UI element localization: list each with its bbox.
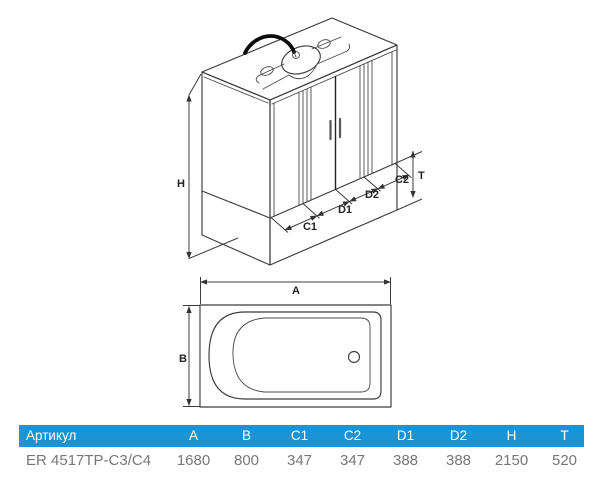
dimension-extension-ticks bbox=[270, 163, 412, 233]
column-header-t: T bbox=[560, 428, 569, 443]
tub-rim-contour bbox=[208, 311, 382, 400]
cell-b-value: 800 bbox=[233, 452, 260, 469]
column-header-article: Артикул bbox=[26, 428, 77, 443]
dim-label-h: H bbox=[177, 178, 185, 190]
apron-rim-front bbox=[269, 162, 397, 219]
dim-label-t: T bbox=[418, 170, 425, 182]
tub-basin-contour bbox=[232, 317, 371, 393]
column-header-d1: D1 bbox=[396, 428, 415, 443]
drain-hole bbox=[347, 350, 361, 364]
cell-t-value: 520 bbox=[551, 452, 578, 469]
dimension-H-ext-bottom bbox=[188, 237, 239, 259]
apron-line-left-face bbox=[201, 190, 271, 219]
cabinet-left-face bbox=[201, 71, 271, 266]
top-deck-groove-lines bbox=[255, 36, 350, 90]
dim-label-c2: C2 bbox=[395, 174, 409, 186]
column-header-h: H bbox=[506, 428, 517, 443]
cabinet-dimensions: H T C1 D1 D2 C2 bbox=[177, 73, 425, 259]
cell-d2-value: 388 bbox=[445, 452, 472, 469]
tub-outer-rect bbox=[199, 304, 392, 408]
dimension-H-ext-top bbox=[188, 73, 202, 96]
dimension-D2-line bbox=[349, 188, 379, 202]
dimension-T-ext-bottom bbox=[396, 198, 423, 211]
dimension-T-ext-top bbox=[395, 151, 423, 164]
spec-table-header: Артикул A B C1 C2 D1 D2 H T bbox=[19, 425, 584, 447]
cabinet-front-face bbox=[269, 44, 398, 266]
cell-c1-value: 347 bbox=[286, 452, 313, 469]
shower-arm-stem bbox=[293, 51, 297, 58]
vent-ellipse-left bbox=[260, 66, 274, 76]
dim-label-a: A bbox=[292, 285, 300, 297]
dome-center-cap bbox=[292, 51, 300, 59]
dim-label-d1: D1 bbox=[338, 204, 352, 216]
shower-dome-circle bbox=[281, 45, 321, 75]
column-header-c2: C2 bbox=[343, 428, 362, 443]
dimension-C1-line bbox=[284, 215, 318, 231]
column-header-b: B bbox=[241, 428, 251, 443]
bathtub-top-view: A B bbox=[179, 277, 392, 408]
cabinet-isometric-view bbox=[201, 17, 398, 266]
shower-arm-handle bbox=[243, 34, 296, 55]
dim-label-c1: C1 bbox=[303, 221, 317, 233]
roof-rail-left bbox=[203, 76, 269, 104]
column-header-c1: C1 bbox=[290, 428, 309, 443]
spec-table: Артикул A B C1 C2 D1 D2 H T ER 4517TP-C3… bbox=[19, 425, 584, 474]
cell-c2-value: 347 bbox=[339, 452, 366, 469]
cell-a-value: 1680 bbox=[176, 452, 211, 469]
roof-rail-front bbox=[271, 49, 397, 105]
cell-article: ER 4517TP-C3/C4 bbox=[26, 452, 152, 469]
column-header-d2: D2 bbox=[449, 428, 468, 443]
dimension-D1-line bbox=[316, 200, 350, 217]
spec-table-row: ER 4517TP-C3/C4 1680 800 347 347 388 388… bbox=[19, 447, 584, 474]
cell-h-value: 2150 bbox=[494, 452, 529, 469]
dim-label-b: B bbox=[179, 353, 187, 365]
column-header-a: A bbox=[188, 428, 198, 443]
dim-label-d2: D2 bbox=[365, 189, 379, 201]
cell-d1-value: 388 bbox=[392, 452, 419, 469]
technical-drawing: H T C1 D1 D2 C2 A bbox=[177, 17, 425, 408]
dimension-C2-line bbox=[377, 174, 410, 190]
glass-panel-frame-lines bbox=[273, 51, 393, 217]
